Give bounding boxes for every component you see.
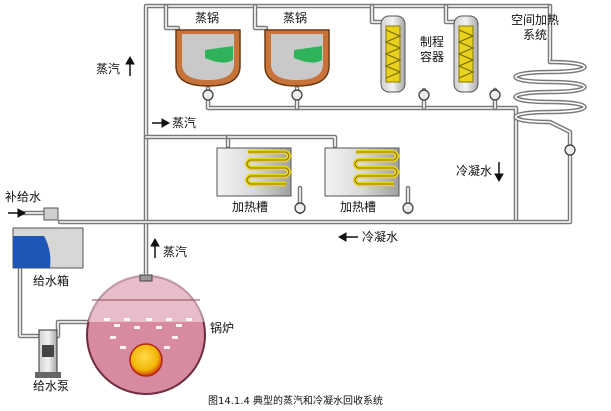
label-space-heating-line1: 空间加热 <box>511 13 559 27</box>
flow-arrows <box>8 55 504 258</box>
pipe-network <box>17 3 573 339</box>
label-feed-tank: 给水箱 <box>33 273 69 288</box>
label-space-heating: 空间加热 系统 <box>511 13 563 42</box>
steam-pot-1 <box>175 29 241 101</box>
heating-tank-1 <box>216 147 306 214</box>
figure-caption: 图14.1.4 典型的蒸汽和冷凝水回收系统 <box>208 394 383 407</box>
label-steam-up-boiler: 蒸汽 <box>163 244 187 259</box>
space-heating-coil <box>513 59 587 135</box>
label-pot-2: 蒸锅 <box>283 10 307 25</box>
label-process-vessel: 制程 容器 <box>420 34 448 64</box>
label-condensate-left: 冷凝水 <box>362 229 398 244</box>
label-feed-pump: 给水泵 <box>33 379 69 393</box>
label-process-vessel-line2: 容器 <box>420 49 444 64</box>
process-vessel-2 <box>453 15 501 101</box>
heating-tank-2 <box>324 147 414 214</box>
label-process-vessel-line1: 制程 <box>420 34 444 49</box>
label-heating-tank-1: 加热槽 <box>232 200 268 214</box>
label-heating-tank-2: 加热槽 <box>340 200 376 214</box>
label-space-heating-line2: 系统 <box>523 28 547 42</box>
label-steam-up-left: 蒸汽 <box>96 61 120 76</box>
process-vessel-1 <box>380 15 430 101</box>
label-makeup-water: 补给水 <box>5 190 41 204</box>
steam-pot-2 <box>264 29 330 101</box>
feed-water-pump <box>35 329 61 378</box>
label-condensate-down: 冷凝水 <box>456 163 492 178</box>
boiler <box>86 273 206 395</box>
label-pot-1: 蒸锅 <box>195 10 219 25</box>
feed-water-tank <box>12 207 84 269</box>
label-steam-right: 蒸汽 <box>172 115 196 130</box>
steam-trap <box>564 144 576 156</box>
label-boiler: 锅炉 <box>210 320 234 335</box>
